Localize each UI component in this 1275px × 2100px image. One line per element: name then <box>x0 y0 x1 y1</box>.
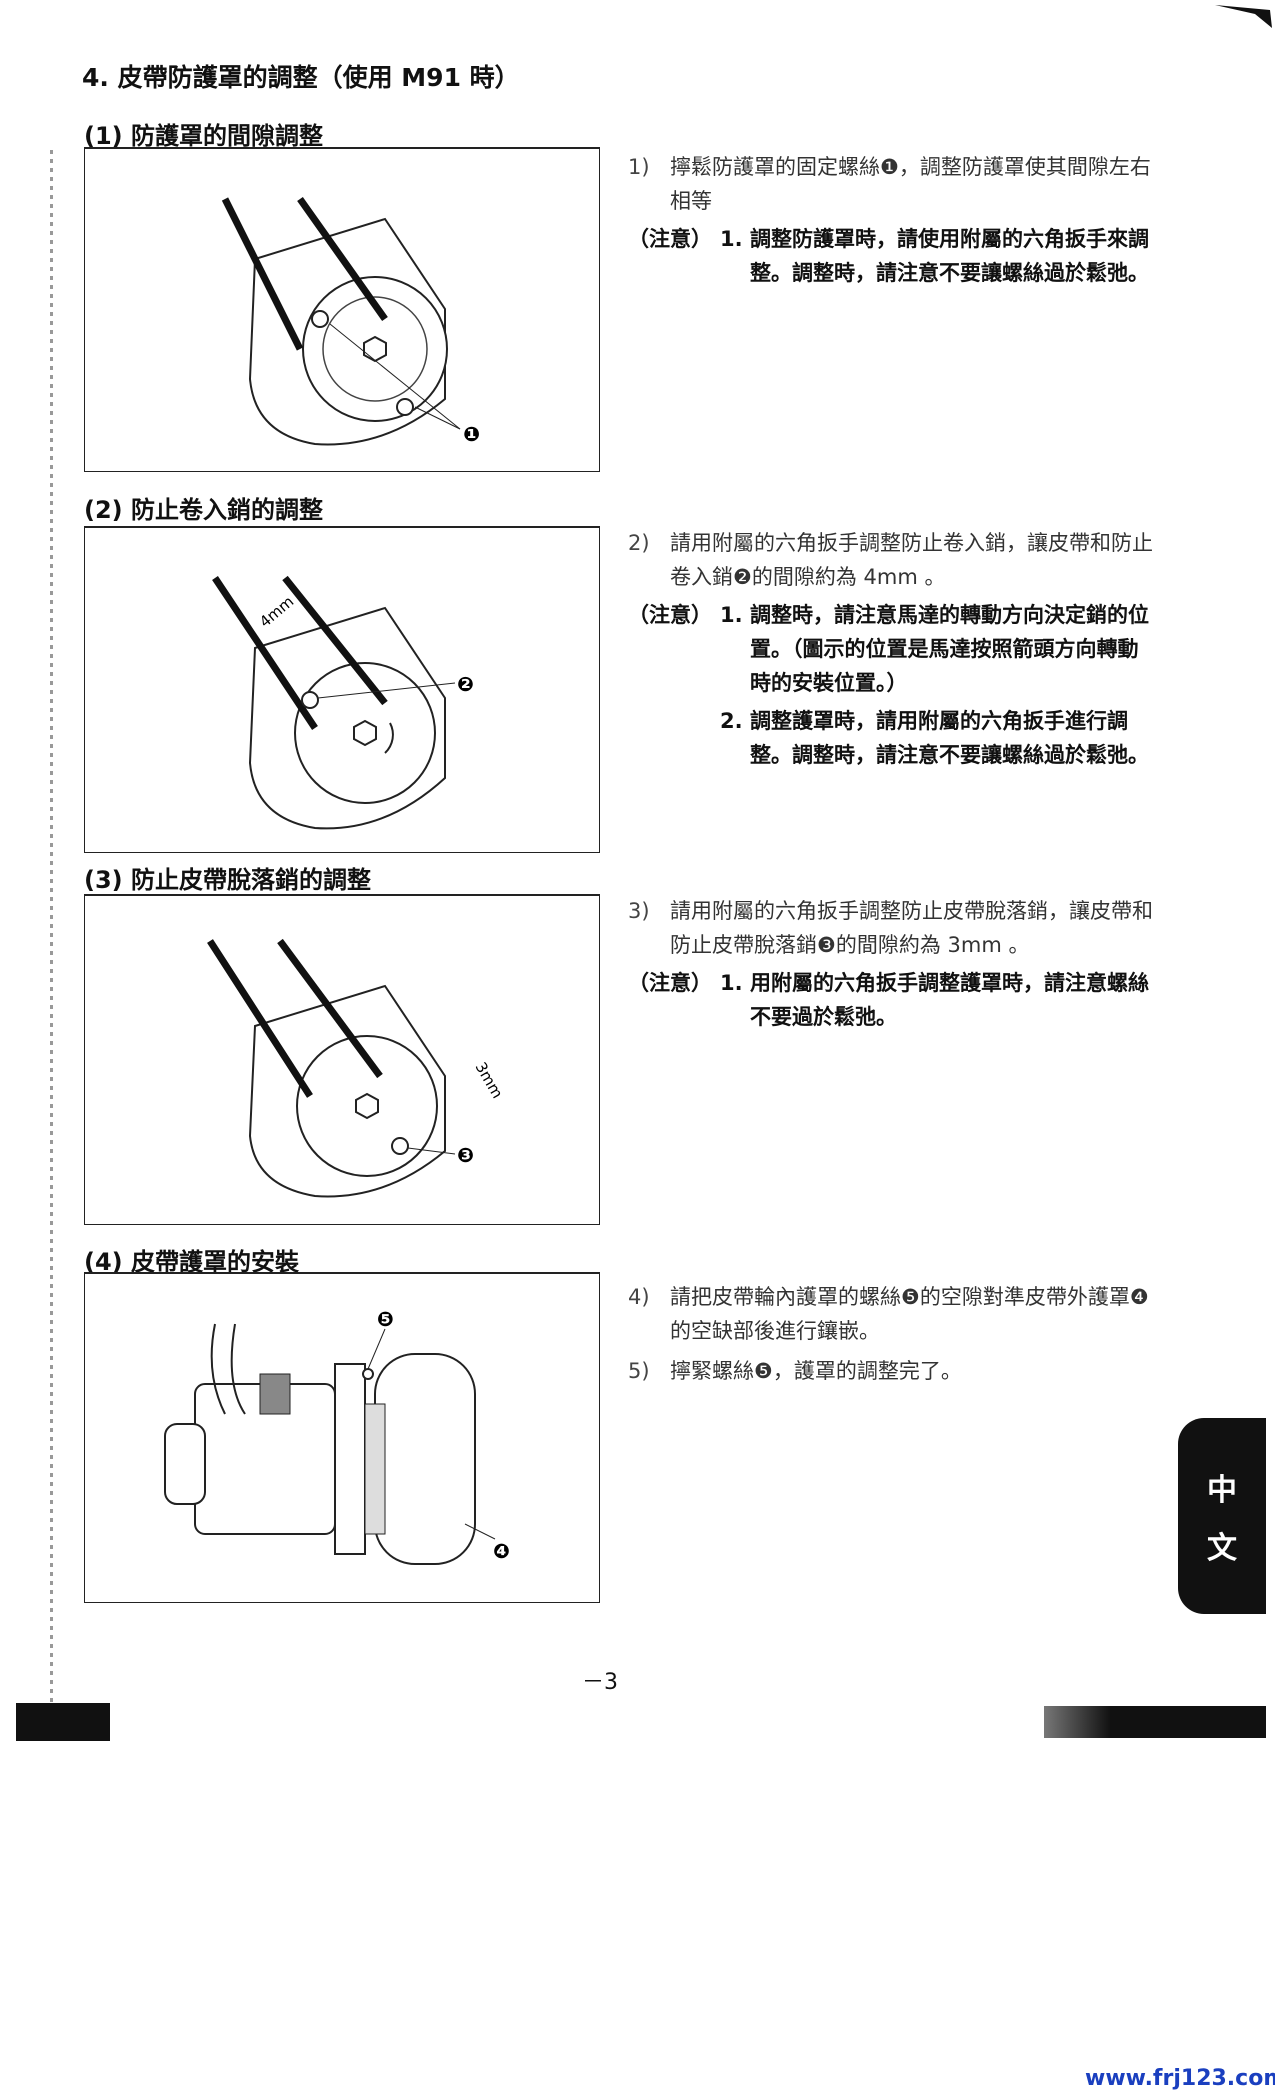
note-2-1: （注意）1.調整時，請注意馬達的轉動方向決定銷的位置。（圖示的位置是馬達按照箭頭… <box>628 603 1149 695</box>
figure-guard-installation: ❺ ❹ <box>84 1272 600 1603</box>
section-heading-2: (2) 防止卷入銷的調整 <box>84 496 323 524</box>
footer-bar-right <box>1044 1706 1266 1738</box>
note-2-2: 2.調整護罩時，請用附屬的六角扳手進行調整。調整時，請注意不要讓螺絲過於鬆弛。 <box>720 709 1149 767</box>
callout-5: ❺ <box>377 1307 394 1331</box>
callout-3: ❸ <box>457 1143 474 1167</box>
watermark-url: www.frj123.com <box>1085 2066 1275 2091</box>
section-3-text: 3)請用附屬的六角扳手調整防止皮帶脫落銷，讓皮帶和防止皮帶脫落銷❸的間隙約為 3… <box>628 894 1158 1034</box>
step-1: 1)擰鬆防護罩的固定螺絲❶，調整防護罩使其間隙左右相等 <box>628 155 1151 213</box>
figure-guard-gap: ❶ <box>84 147 600 472</box>
section-heading-1: (1) 防護罩的間隙調整 <box>84 122 323 150</box>
scan-corner-artifact <box>1210 0 1275 30</box>
scan-edge-artifact <box>50 150 53 1710</box>
dimension-3mm: 3mm <box>472 1059 507 1102</box>
figure-belt-slip-pin: ❸ 3mm <box>84 894 600 1225</box>
step-2: 2)請用附屬的六角扳手調整防止卷入銷，讓皮帶和防止卷入銷❷的間隙約為 4mm 。 <box>628 531 1153 589</box>
section-heading-4: (4) 皮帶護罩的安裝 <box>84 1248 299 1276</box>
section-heading-3: (3) 防止皮帶脫落銷的調整 <box>84 866 371 894</box>
figure-anti-wind-pin: ❷ 4mm <box>84 526 600 853</box>
step-5: 5)擰緊螺絲❺，護罩的調整完了。 <box>628 1359 962 1383</box>
section-2-text: 2)請用附屬的六角扳手調整防止卷入銷，讓皮帶和防止卷入銷❷的間隙約為 4mm 。… <box>628 526 1158 772</box>
footer-bar-left <box>16 1703 110 1741</box>
section-4-text: 4)請把皮帶輪內護罩的螺絲❺的空隙對準皮帶外護罩❹的空缺部後進行鑲嵌。 5)擰緊… <box>628 1280 1158 1388</box>
callout-1: ❶ <box>463 422 480 446</box>
language-tab: 中 文 <box>1178 1418 1266 1614</box>
callout-2: ❷ <box>457 672 474 696</box>
note-3-1: （注意）1.用附屬的六角扳手調整護罩時，請注意螺絲不要過於鬆弛。 <box>628 971 1149 1029</box>
page-title: 4. 皮帶防護罩的調整（使用 M91 時） <box>82 63 520 92</box>
callout-4: ❹ <box>493 1539 510 1563</box>
step-4: 4)請把皮帶輪內護罩的螺絲❺的空隙對準皮帶外護罩❹的空缺部後進行鑲嵌。 <box>628 1285 1149 1343</box>
step-3: 3)請用附屬的六角扳手調整防止皮帶脫落銷，讓皮帶和防止皮帶脫落銷❸的間隙約為 3… <box>628 899 1153 957</box>
dimension-4mm: 4mm <box>256 592 297 631</box>
note-1-1: （注意）1.調整防護罩時，請使用附屬的六角扳手來調整。調整時，請注意不要讓螺絲過… <box>628 227 1149 285</box>
page-number: －3 <box>582 1670 618 1695</box>
section-1-text: 1)擰鬆防護罩的固定螺絲❶，調整防護罩使其間隙左右相等 （注意）1.調整防護罩時… <box>628 150 1158 290</box>
